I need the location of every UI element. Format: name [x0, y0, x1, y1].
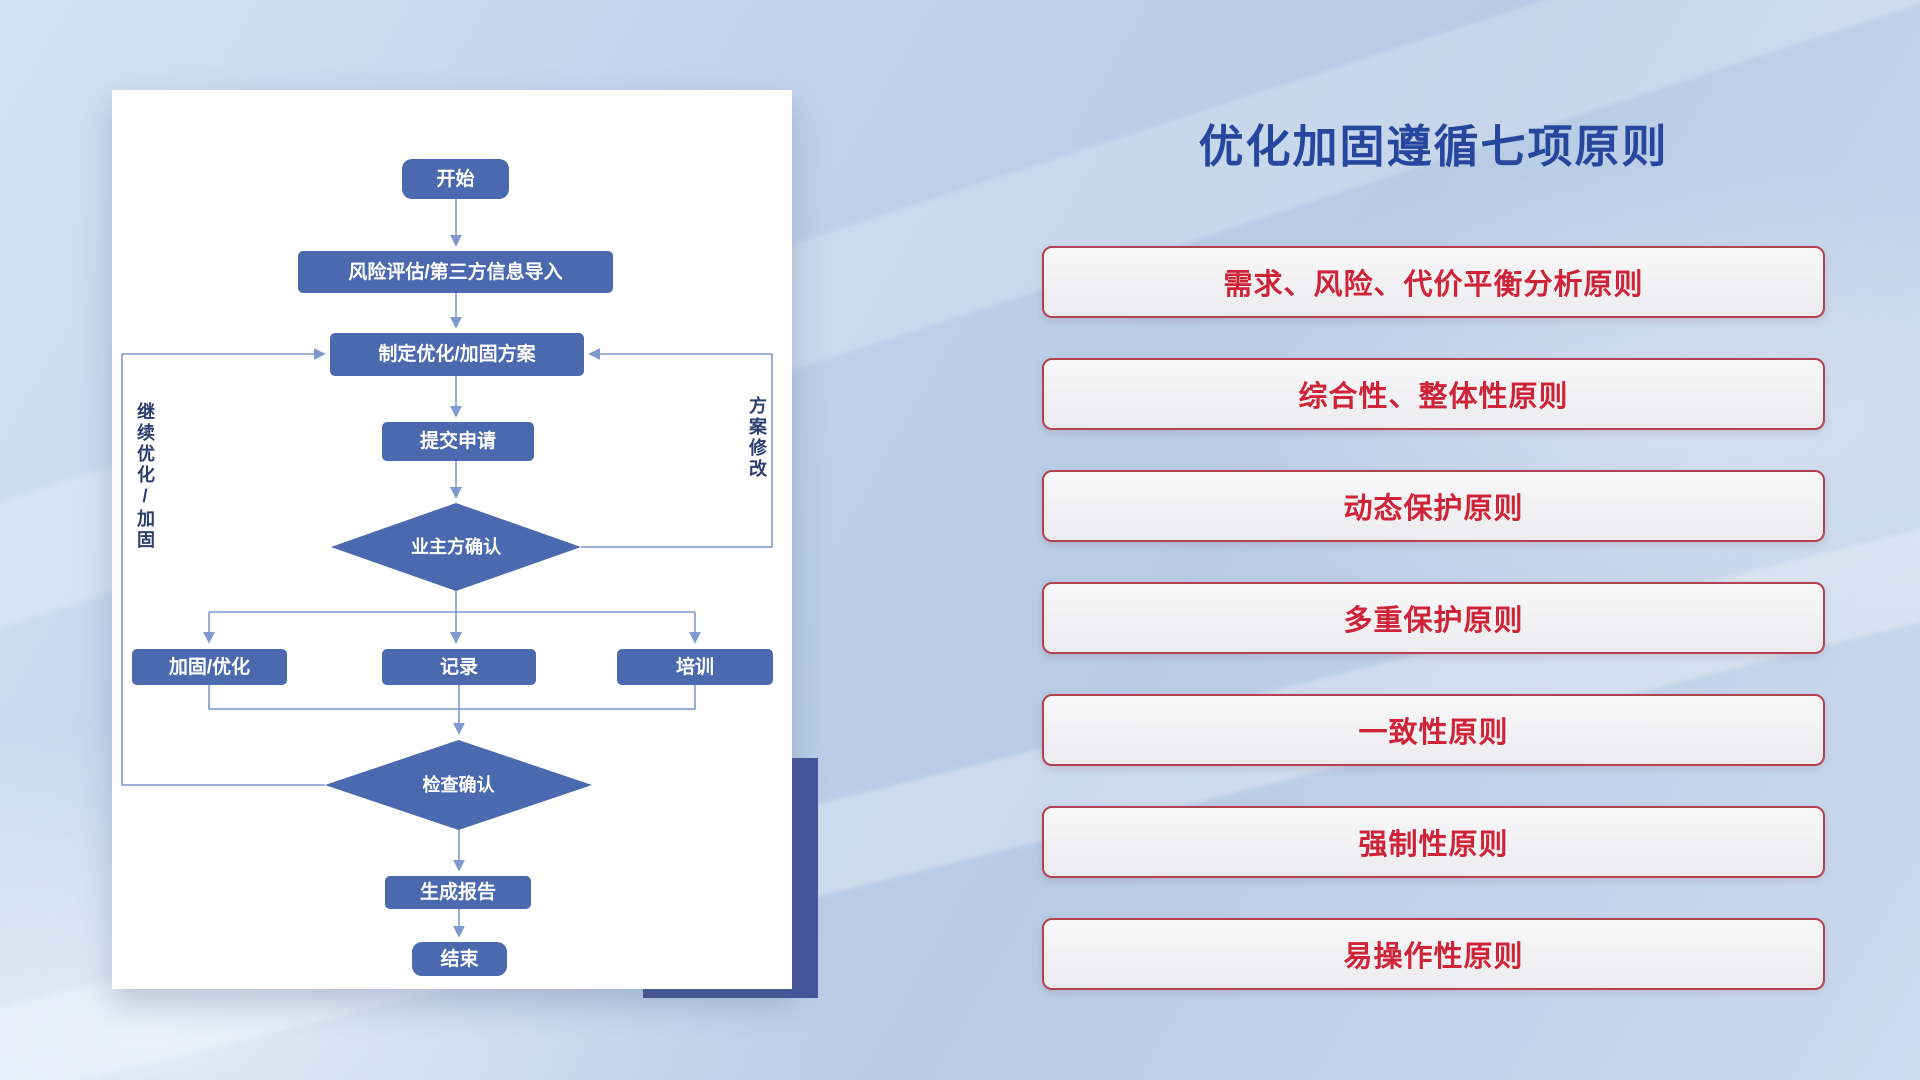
flow-node-owner-confirm-label: 业主方确认: [411, 537, 501, 557]
flow-node-start: 开始: [402, 159, 509, 199]
principles-list: 需求、风险、代价平衡分析原则 综合性、整体性原则 动态保护原则 多重保护原则 一…: [1042, 246, 1825, 990]
flow-node-submit: 提交申请: [382, 422, 534, 461]
flow-node-reinforce-label: 加固/优化: [168, 656, 251, 678]
flow-node-report-label: 生成报告: [419, 882, 496, 903]
loop-label-continue-optimize: 继续优化/加固: [135, 402, 155, 551]
principle-label: 综合性、整体性原则: [1298, 381, 1569, 413]
flow-node-risk-import-label: 风险评估/第三方信息导入: [348, 261, 563, 283]
flow-node-make-plan: 制定优化/加固方案: [330, 333, 584, 376]
flow-node-check-confirm-label: 检查确认: [422, 775, 495, 795]
flow-node-start-label: 开始: [436, 168, 475, 190]
principle-card: 动态保护原则: [1042, 470, 1825, 542]
flow-node-end-label: 结束: [440, 948, 479, 970]
flow-node-reinforce: 加固/优化: [132, 649, 287, 685]
principle-label: 强制性原则: [1358, 829, 1509, 861]
loop-label-plan-revision: 方案修改: [747, 396, 767, 480]
panel-title: 优化加固遵循七项原则: [1198, 121, 1669, 172]
principle-label: 一致性原则: [1358, 717, 1509, 749]
flow-node-record-label: 记录: [439, 656, 478, 678]
connector-lines: [121, 199, 773, 938]
flow-node-end: 结束: [412, 942, 507, 976]
flow-node-report: 生成报告: [385, 876, 531, 909]
principle-label: 需求、风险、代价平衡分析原则: [1223, 269, 1644, 301]
flow-connectors: [121, 199, 773, 938]
flow-node-training: 培训: [617, 649, 773, 685]
principle-label: 动态保护原则: [1343, 493, 1524, 525]
principle-card: 需求、风险、代价平衡分析原则: [1042, 246, 1825, 318]
principle-label: 易操作性原则: [1343, 941, 1524, 973]
principle-card: 多重保护原则: [1042, 582, 1825, 654]
principle-label: 多重保护原则: [1343, 605, 1524, 637]
principle-card: 易操作性原则: [1042, 918, 1825, 990]
flow-node-training-label: 培训: [675, 656, 714, 678]
flow-node-record: 记录: [382, 649, 536, 685]
principles-panel: 优化加固遵循七项原则 需求、风险、代价平衡分析原则 综合性、整体性原则 动态保护…: [1042, 0, 1825, 1080]
flow-node-make-plan-label: 制定优化/加固方案: [378, 344, 536, 365]
principle-card: 综合性、整体性原则: [1042, 358, 1825, 430]
flowchart-card: 开始 风险评估/第三方信息导入 制定优化/加固方案 提交申请 业主方确认 加固/…: [112, 90, 792, 989]
principle-card: 强制性原则: [1042, 806, 1825, 878]
flow-node-risk-import: 风险评估/第三方信息导入: [298, 251, 613, 293]
flow-node-submit-label: 提交申请: [419, 431, 496, 452]
principle-card: 一致性原则: [1042, 694, 1825, 766]
